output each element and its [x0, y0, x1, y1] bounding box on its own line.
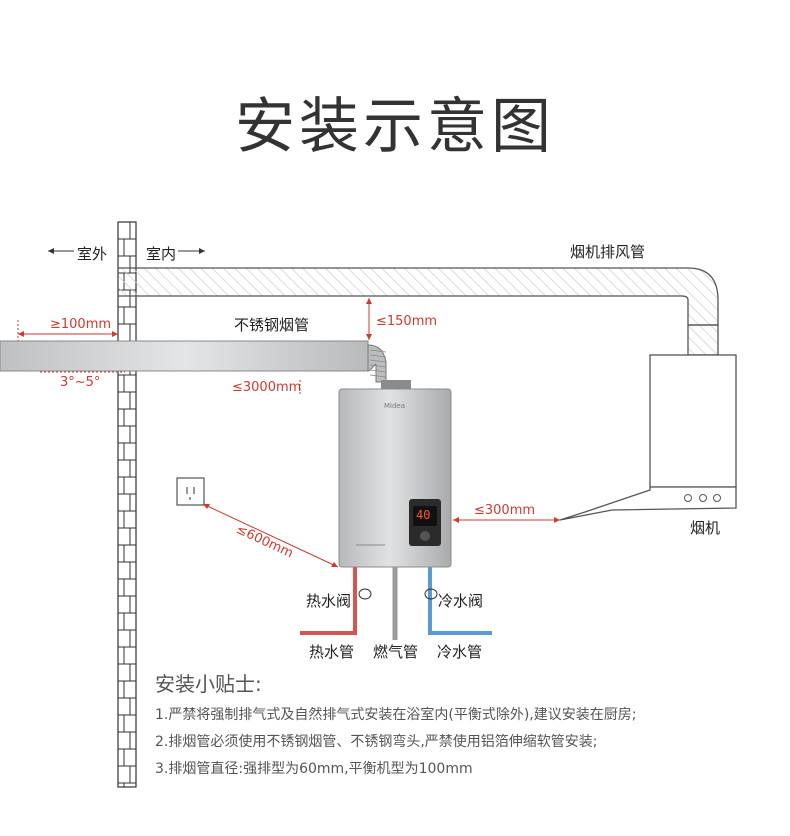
tip-2: 2.排烟管必须使用不锈钢烟管、不锈钢弯头,严禁使用铝箔伸缩软管安装; [155, 734, 598, 750]
label-gas-pipe: 燃气管 [373, 643, 419, 661]
dimension-lines [17, 248, 560, 568]
tip-3: 3.排烟管直径:强排型为60mm,平衡机型为100mm [155, 761, 473, 777]
label-steel-flue: 不锈钢烟管 [234, 316, 310, 334]
hood-exhaust-pipe [117, 267, 719, 356]
wall-socket [176, 477, 205, 506]
dim-hood-distance: ≤300mm [474, 503, 536, 518]
brick-wall [117, 221, 137, 788]
page-title: 安装示意图 [235, 92, 555, 162]
steel-flue-pipe [0, 340, 387, 383]
label-hot-pipe: 热水管 [309, 643, 355, 661]
heater-brand-logo: Midea [384, 402, 406, 410]
dim-clearance-top: ≤150mm [376, 314, 438, 329]
tip-1: 1.严禁将强制排气式及自然排气式安装在浴室内(平衡式除外),建议安装在厨房; [155, 707, 637, 723]
label-hood-exhaust-pipe: 烟机排风管 [570, 243, 646, 261]
flex-bellows [367, 344, 387, 383]
label-cold-valve: 冷水阀 [438, 592, 484, 610]
tips-heading: 安装小贴士: [155, 672, 262, 696]
range-hood [559, 354, 737, 521]
dim-tilt: 3°~5° [60, 375, 101, 390]
label-indoor: 室内 [146, 245, 177, 263]
dim-flue-length: ≤3000mm [232, 380, 302, 395]
label-cold-pipe: 冷水管 [437, 643, 483, 661]
label-outdoor: 室外 [77, 245, 108, 263]
heater-display: 40 [416, 508, 431, 522]
water-heater [300, 380, 492, 640]
label-hot-valve: 热水阀 [306, 592, 352, 610]
dim-wall-protrusion: ≥100mm [50, 317, 112, 332]
label-range-hood: 烟机 [690, 519, 721, 537]
